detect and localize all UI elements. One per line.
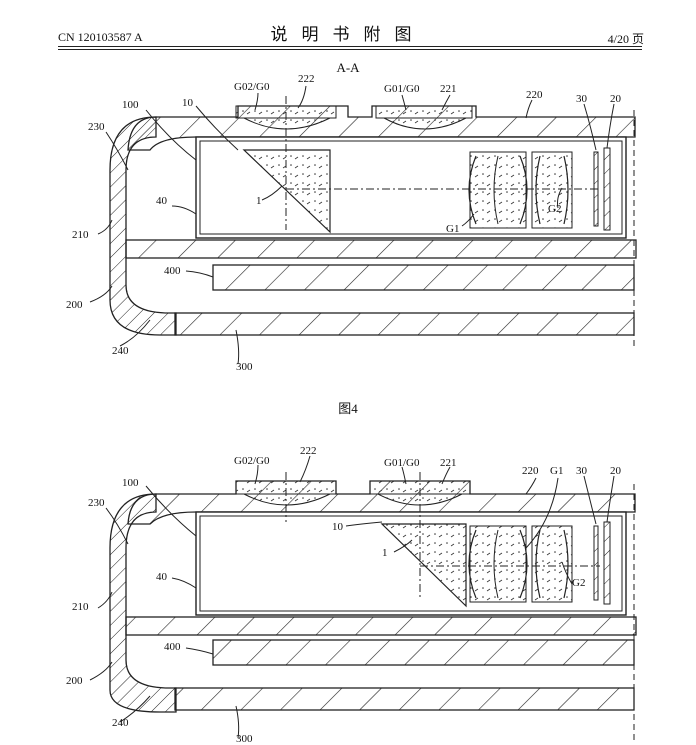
label-g01: G01/G0: [384, 83, 420, 95]
label-G2: G2: [572, 577, 585, 589]
label-220: 220: [526, 89, 543, 101]
section-label: A-A: [336, 60, 360, 75]
label-10: 10: [332, 521, 344, 533]
publication-number: CN 120103587 A: [58, 30, 143, 44]
label-G1: G1: [446, 223, 459, 235]
label-30: 30: [576, 93, 588, 105]
label-100: 100: [122, 99, 139, 111]
label-222: 222: [298, 73, 315, 85]
figure-5: G02/G0 222 G01/G0 221 220 G1 30 20 100 2…: [66, 445, 637, 745]
label-220: 220: [522, 465, 539, 477]
label-G1: G1: [550, 465, 563, 477]
label-30: 30: [576, 465, 588, 477]
label-40: 40: [156, 195, 168, 207]
label-400: 400: [164, 641, 181, 653]
label-230: 230: [88, 497, 105, 509]
label-210: 210: [72, 229, 89, 241]
document-title: 说明书附图: [270, 25, 426, 45]
label-300: 300: [236, 733, 253, 745]
label-20: 20: [610, 93, 622, 105]
label-240: 240: [112, 717, 129, 729]
label-g01: G01/G0: [384, 457, 420, 469]
label-300: 300: [236, 361, 253, 373]
label-1: 1: [256, 195, 262, 207]
label-40: 40: [156, 571, 168, 583]
label-10: 10: [182, 97, 194, 109]
label-100: 100: [122, 477, 139, 489]
label-g02: G02/G0: [234, 81, 270, 93]
header-rule-2: [58, 49, 642, 50]
header-rule: [58, 46, 642, 47]
label-240: 240: [112, 345, 129, 357]
label-g02: G02/G0: [234, 455, 270, 467]
label-G2: G2: [548, 203, 561, 215]
label-210: 210: [72, 601, 89, 613]
label-230: 230: [88, 121, 105, 133]
label-400: 400: [164, 265, 181, 277]
label-221: 221: [440, 457, 457, 469]
figure-caption: 图4: [338, 401, 358, 416]
label-222: 222: [300, 445, 317, 457]
figure-4: G02/G0 222 G01/G0 221 220 30 20 100 10 2…: [66, 73, 637, 373]
label-200: 200: [66, 299, 83, 311]
label-1: 1: [382, 547, 388, 559]
label-20: 20: [610, 465, 622, 477]
label-200: 200: [66, 675, 83, 687]
label-221: 221: [440, 83, 457, 95]
page-indicator: 4/20 页: [607, 32, 644, 46]
